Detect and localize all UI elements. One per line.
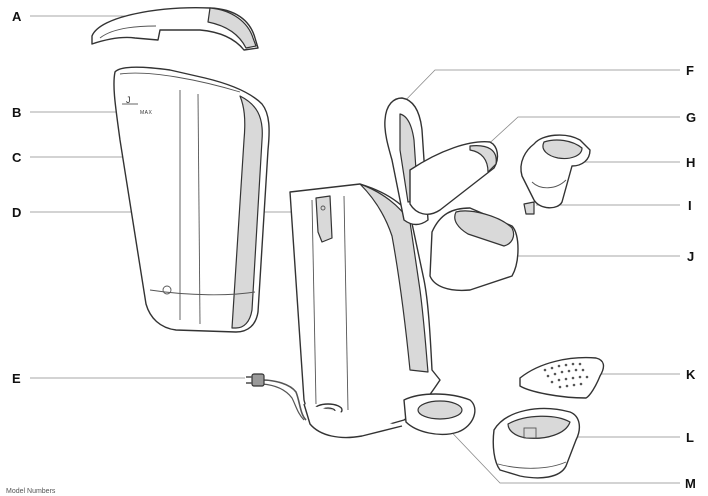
callout-f: F bbox=[686, 63, 694, 78]
leader-f bbox=[398, 70, 680, 108]
footer-note: Model Numbers bbox=[6, 488, 56, 495]
drip-tray-plate bbox=[520, 358, 603, 398]
callout-d: D bbox=[12, 205, 21, 220]
brewer-body bbox=[290, 98, 518, 438]
callout-b: B bbox=[12, 105, 21, 120]
pod-holder bbox=[521, 135, 590, 214]
drip-tray bbox=[493, 409, 579, 478]
callout-h: H bbox=[686, 155, 695, 170]
callout-l: L bbox=[686, 430, 694, 445]
callout-a: A bbox=[12, 9, 22, 24]
callout-c: C bbox=[12, 150, 22, 165]
callout-i: I bbox=[688, 198, 692, 213]
water-reservoir: J MAX bbox=[114, 67, 269, 332]
fill-mark: J bbox=[126, 95, 131, 105]
power-cord bbox=[246, 374, 306, 420]
reservoir-lid bbox=[92, 8, 258, 50]
callout-g: G bbox=[686, 110, 696, 125]
callout-m: M bbox=[685, 476, 696, 491]
callout-k: K bbox=[686, 367, 696, 382]
max-fill-label: MAX bbox=[140, 110, 153, 116]
callout-j: J bbox=[687, 249, 694, 264]
callout-e: E bbox=[12, 371, 21, 386]
